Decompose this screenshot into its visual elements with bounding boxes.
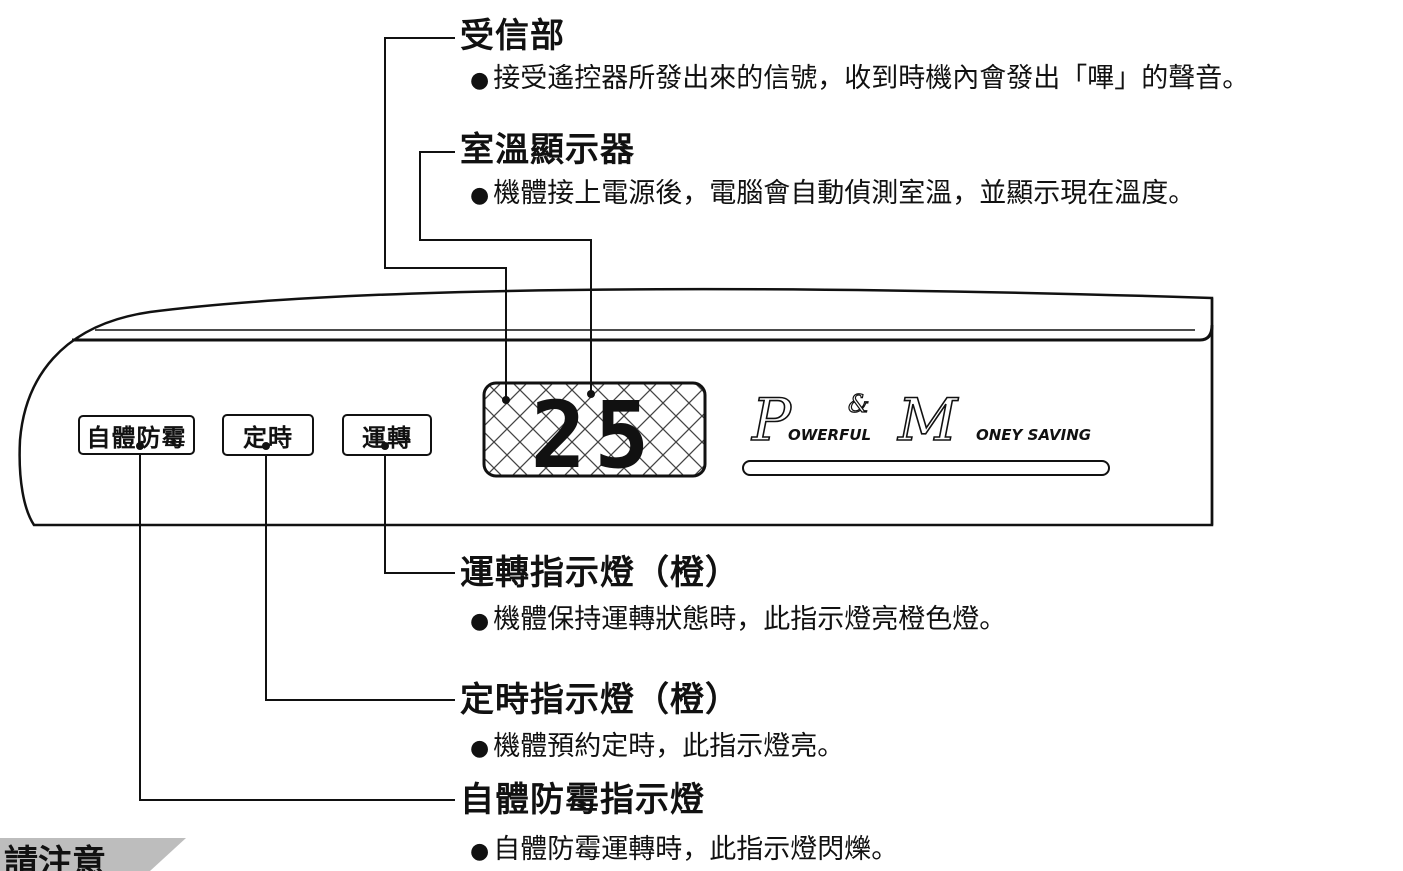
bullet-icon: ●: [470, 183, 490, 208]
self-mold-button[interactable]: 自體防霉: [78, 415, 195, 455]
timer-button-label: 定時: [243, 423, 293, 452]
temp-display-window: [482, 381, 707, 478]
logo-amp: &: [848, 390, 869, 418]
logo-m: M: [897, 386, 959, 454]
self-mold-button-label: 自體防霉: [86, 423, 187, 452]
bullet-icon: ●: [470, 609, 490, 634]
leader-receiver: [384, 37, 507, 400]
logo-underline-slot: [742, 460, 1110, 476]
notice-bar: [0, 838, 186, 871]
dot-room-temp: [587, 390, 595, 398]
receiver-desc-row: ●接受遙控器所發出來的信號，收到時機內會發出「嗶」的聲音。: [470, 62, 1249, 98]
receiver-desc: 接受遙控器所發出來的信號，收到時機內會發出「嗶」的聲音。: [493, 63, 1250, 94]
pm-logo: P OWERFUL & M ONEY SAVING: [750, 385, 1091, 455]
room-temp-title: 室溫顯示器: [460, 130, 635, 170]
run-button[interactable]: 運轉: [342, 414, 432, 456]
bullet-icon: ●: [470, 736, 490, 761]
logo-owerful: OWERFUL: [788, 426, 871, 444]
leader-room-temp: [419, 151, 592, 394]
dot-receiver: [502, 396, 510, 404]
timer-led-desc: 機體預約定時，此指示燈亮。: [493, 731, 845, 762]
self-mold-led-desc-row: ●自體防霉運轉時，此指示燈閃爍。: [470, 833, 898, 869]
leader-self-mold: [139, 446, 455, 801]
timer-button[interactable]: 定時: [222, 414, 314, 456]
temp-display-digits: 25: [531, 382, 658, 489]
bullet-icon: ●: [470, 68, 490, 93]
notice-heading: 請注意: [4, 843, 106, 871]
room-temp-desc: 機體接上電源後，電腦會自動偵測室溫，並顯示現在溫度。: [493, 178, 1196, 209]
run-button-label: 運轉: [362, 423, 412, 452]
bullet-icon: ●: [470, 839, 490, 864]
timer-led-desc-row: ●機體預約定時，此指示燈亮。: [470, 730, 844, 766]
self-mold-led-title: 自體防霉指示燈: [460, 780, 705, 820]
receiver-title: 受信部: [460, 16, 565, 56]
timer-led-title: 定時指示燈（橙）: [460, 680, 740, 720]
leader-timer: [265, 446, 455, 701]
run-led-desc: 機體保持運轉狀態時，此指示燈亮橙色燈。: [493, 604, 1007, 635]
room-temp-desc-row: ●機體接上電源後，電腦會自動偵測室溫，並顯示現在溫度。: [470, 177, 1195, 213]
run-led-title: 運轉指示燈（橙）: [460, 553, 740, 593]
self-mold-led-desc: 自體防霉運轉時，此指示燈閃爍。: [493, 834, 899, 865]
run-led-desc-row: ●機體保持運轉狀態時，此指示燈亮橙色燈。: [470, 603, 1006, 639]
logo-p: P: [751, 386, 792, 454]
leader-run: [384, 446, 455, 574]
logo-oney-saving: ONEY SAVING: [976, 426, 1091, 444]
